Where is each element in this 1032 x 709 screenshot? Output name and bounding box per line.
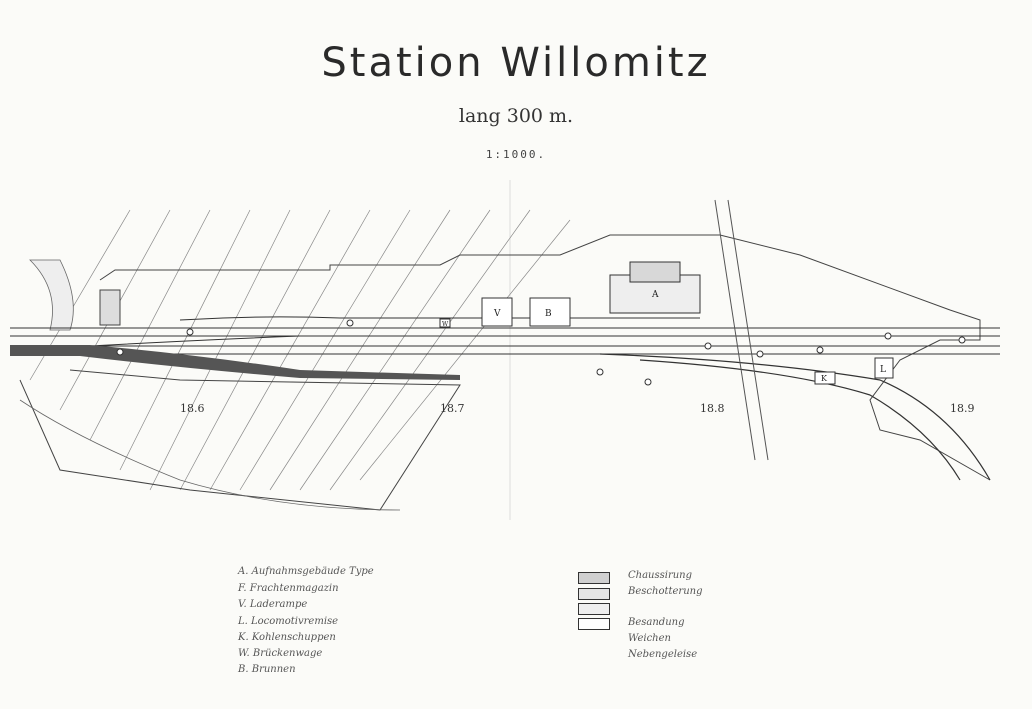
road-lower-left — [19, 399, 401, 511]
km-mark-186: 18.6 — [180, 402, 205, 415]
building-l-label: L — [880, 365, 886, 375]
legend-text: Kohlenschuppen — [251, 632, 336, 643]
legend-key: W — [238, 648, 247, 659]
legend-key: F — [238, 583, 244, 594]
building-a-label: A — [651, 290, 659, 300]
legend-text: Aufnahmsgebäude Type — [251, 566, 374, 577]
legend-swatch-4 — [578, 618, 610, 630]
map-scale: 1:1000. — [485, 148, 547, 161]
legend-key: A — [238, 566, 246, 577]
legend-left-l: L. Locomotivremise — [238, 616, 339, 627]
legend-key: L — [238, 616, 245, 627]
road-left — [29, 259, 74, 331]
building-v-label: V — [493, 309, 501, 319]
km-mark-187: 18.7 — [440, 402, 465, 415]
station-plan: V B A L K W 18.6 18.7 18.8 18.9 — [10, 180, 1000, 520]
legend-left-b: B. Brunnen — [238, 664, 296, 675]
building-w: W — [439, 318, 451, 328]
legend-swatch-2 — [578, 588, 610, 600]
building-b-label: B — [545, 309, 552, 319]
tracks — [10, 316, 1000, 481]
legend-left-v: V. Laderampe — [238, 599, 308, 610]
legend-text: Laderampe — [249, 599, 308, 610]
legend-text: Brunnen — [251, 664, 296, 675]
legend-key: B — [238, 664, 246, 675]
platform-hatched — [99, 289, 121, 326]
hatch-lines — [29, 209, 571, 491]
building-l: L — [874, 357, 894, 379]
building-k-label: K — [821, 374, 828, 383]
legend-left-w: W. Brückenwage — [238, 648, 323, 659]
building-k: K — [814, 371, 836, 385]
km-mark-188: 18.8 — [700, 402, 725, 415]
map-title: Station Willomitz — [321, 40, 711, 86]
legend-right-4: Besandung — [628, 617, 685, 628]
main-line-band — [10, 345, 460, 380]
legend-text: Frachtenmagazin — [249, 583, 339, 594]
markers — [116, 319, 966, 386]
map-subtitle: lang 300 m. — [458, 105, 574, 127]
km-mark-189: 18.9 — [950, 402, 975, 415]
legend-right-6: Nebengeleise — [628, 649, 698, 660]
legend-key: V — [238, 599, 244, 610]
legend-left-f: F. Frachtenmagazin — [238, 583, 339, 594]
building-w-label: W — [442, 321, 449, 328]
legend-right-2: Beschotterung — [628, 586, 703, 597]
station-outline — [99, 234, 991, 481]
legend-left-k: K. Kohlenschuppen — [238, 632, 336, 643]
legend-left-a: A. Aufnahmsgebäude Type — [238, 566, 374, 577]
building-v: V — [481, 297, 513, 327]
legend-swatch-1 — [578, 572, 610, 584]
station-outline-lower — [19, 369, 461, 511]
building-b: B — [529, 297, 571, 327]
crossing-road — [714, 199, 769, 461]
legend-right-5: Weichen — [628, 633, 671, 644]
legend-key: K — [238, 632, 246, 643]
legend-swatch-3 — [578, 603, 610, 615]
legend-text: Locomotivremise — [251, 616, 339, 627]
legend-right-1: Chaussirung — [628, 570, 693, 581]
building-a: A — [609, 261, 701, 314]
legend-text: Brückenwage — [252, 648, 323, 659]
